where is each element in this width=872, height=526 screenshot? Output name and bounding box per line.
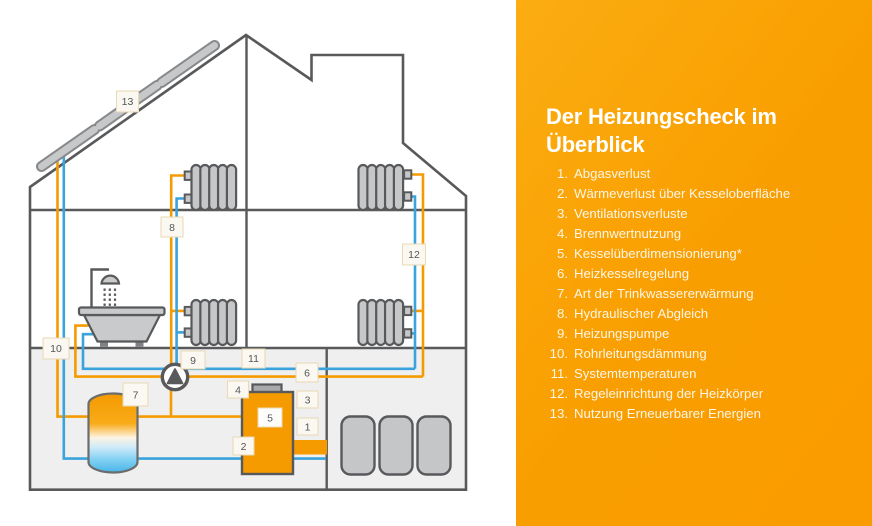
checklist-item: 13. Nutzung Erneuerbarer Energien [546,404,860,424]
checklist-item: 2. Wärmeverlust über Kesseloberfläche [546,184,860,204]
checklist-item: 10. Rohrleitungsdämmung [546,344,860,364]
callouts: 13 8 12 10 11 9 [42,90,426,456]
callout-4: 4 [227,380,249,399]
bathtub [77,306,166,347]
svg-text:5: 5 [267,413,273,425]
item-text: Rohrleitungsdämmung [574,346,707,361]
svg-text:9: 9 [190,355,196,367]
item-number: 13. [549,406,568,421]
item-number: 9. [557,326,568,341]
item-number: 6. [557,266,568,281]
item-number: 7. [557,286,568,301]
svg-text:4: 4 [235,385,241,397]
callout-8: 8 [160,216,184,238]
callout-10: 10 [42,337,70,360]
item-number: 10. [549,346,568,361]
callout-3: 3 [296,390,319,409]
checklist-item: 4. Brennwertnutzung [546,224,860,244]
checklist-item: 12. Regeleinrichtung der Heizkörper [546,384,860,404]
cold-water-pipes [62,151,417,460]
svg-text:1: 1 [305,422,311,434]
checklist-item: 11. Systemtemperaturen [546,364,860,384]
item-text: Ventilationsverluste [574,206,688,221]
callout-1: 1 [296,417,319,436]
radiator-upper-right [357,163,413,212]
item-text: Nutzung Erneuerbarer Energien [574,406,761,421]
fuel-tanks [340,415,452,476]
radiator-ground-right [357,298,413,347]
item-text: Abgasverlust [574,166,651,181]
item-text: Wärmeverlust über Kesseloberfläche [574,186,791,201]
shower-drops-icon [103,288,117,306]
item-text: Regeleinrichtung der Heizkörper [574,386,764,401]
callout-12: 12 [402,243,426,266]
svg-text:6: 6 [304,368,310,380]
svg-text:10: 10 [50,343,62,355]
heating-diagram: 13 8 12 10 11 9 [28,33,468,491]
item-number: 3. [557,206,568,221]
svg-text:11: 11 [248,353,259,365]
svg-text:12: 12 [408,249,420,261]
shower [90,268,121,308]
callout-5: 5 [257,407,283,428]
callout-2: 2 [232,436,255,456]
item-text: Heizkesselregelung [574,266,690,281]
item-number: 8. [557,306,568,321]
item-text: Brennwertnutzung [574,226,682,241]
callout-6: 6 [295,362,319,383]
item-text: Hydraulischer Abgleich [574,306,709,321]
checklist-item: 8. Hydraulischer Abgleich [546,304,860,324]
item-number: 1. [557,166,568,181]
item-text: Art der Trinkwassererwärmung [574,286,754,301]
heating-pump-icon [160,362,190,392]
panel-title: Der Heizungscheck im Überblick [546,104,777,157]
callout-9: 9 [180,350,206,370]
house-outline [28,33,468,491]
checklist-item: 3. Ventilationsverluste [546,204,860,224]
heating-diagram-area: 13 8 12 10 11 9 [28,33,468,491]
item-text: Systemtemperaturen [574,366,697,381]
checklist-item: 5. Kesselüberdimensionierung* [546,244,860,264]
svg-text:8: 8 [169,222,175,234]
item-text: Kesselüberdimensionierung* [574,246,742,261]
item-number: 12. [549,386,568,401]
checklist-item: 7. Art der Trinkwassererwärmung [546,284,860,304]
svg-text:13: 13 [122,96,134,108]
svg-text:7: 7 [133,390,139,402]
callout-13: 13 [116,90,139,113]
checklist-item: 9. Heizungspumpe [546,324,860,344]
item-number: 11. [550,366,568,381]
callout-7: 7 [122,382,149,407]
item-number: 2. [557,186,568,201]
radiator-upper-left [183,163,238,212]
item-text: Heizungspumpe [574,326,670,341]
svg-text:3: 3 [305,395,311,407]
checklist: 1. Abgasverlust 2. Wärmeverlust über Kesse… [546,164,860,424]
checklist-item: 1. Abgasverlust [546,164,860,184]
info-panel: Der Heizungscheck im Überblick 1. Abgasve… [516,0,872,526]
item-number: 4. [557,226,568,241]
callout-11: 11 [241,348,266,369]
radiator-ground-left [183,298,238,347]
svg-text:2: 2 [241,441,247,453]
checklist-item: 6. Heizkesselregelung [546,264,860,284]
item-number: 5. [557,246,568,261]
boiler [240,383,327,476]
